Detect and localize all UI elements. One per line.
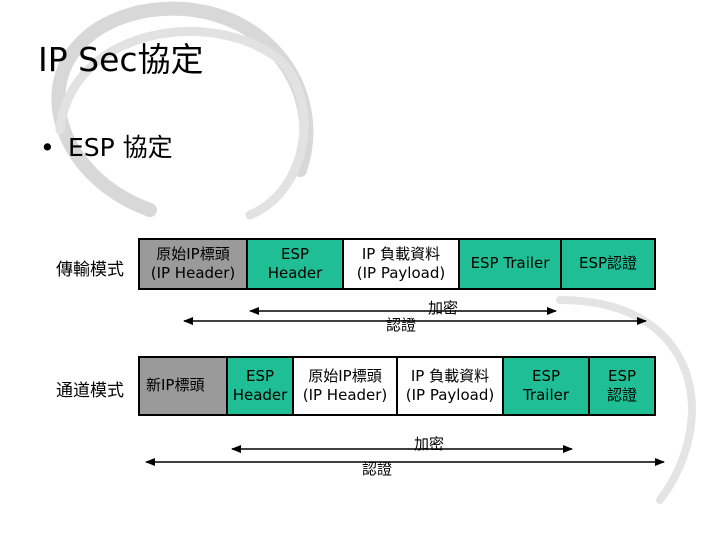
bullet-text: ESP 協定 bbox=[67, 133, 173, 162]
swirl-stroke-inner bbox=[55, 27, 309, 220]
cell-line-2: (IP Payload) bbox=[356, 264, 446, 282]
bullet-item: • ESP 協定 bbox=[40, 133, 173, 163]
swirl-stroke-right bbox=[556, 296, 696, 504]
cell-line-1: ESP bbox=[531, 366, 561, 385]
cell-line-1: IP 負載資料 bbox=[361, 244, 441, 263]
slide-title: IP Sec協定 bbox=[38, 40, 204, 79]
transport-cell-ip-header: 原始IP標頭(IP Header) bbox=[140, 240, 248, 288]
cell-line-2: 認證 bbox=[606, 386, 637, 404]
cell-line-2: (IP Header) bbox=[150, 264, 236, 282]
transport-cell-esp-auth: ESP認證 bbox=[562, 240, 654, 288]
cell-line-1: ESP認證 bbox=[578, 254, 638, 273]
tunnel-cell-new-ip-header: 新IP標頭 bbox=[140, 358, 228, 414]
cell-line-2: (IP Header) bbox=[302, 386, 388, 404]
cell-line-2: (IP Payload) bbox=[405, 386, 495, 404]
cell-line-2: Trailer bbox=[522, 386, 570, 404]
cell-line-1: IP 負載資料 bbox=[410, 366, 490, 385]
cell-line-1: ESP bbox=[245, 366, 275, 385]
cell-line-1: ESP bbox=[280, 244, 310, 263]
cell-line-1: 新IP標頭 bbox=[146, 376, 205, 395]
cell-line-1: 原始IP標頭 bbox=[308, 366, 382, 385]
tunnel-cell-orig-ip-header: 原始IP標頭(IP Header) bbox=[294, 358, 398, 414]
cell-line-1: 原始IP標頭 bbox=[156, 244, 230, 263]
cell-line-2: Header bbox=[232, 386, 288, 404]
transport-cell-esp-trailer: ESP Trailer bbox=[460, 240, 562, 288]
cell-line-2: Header bbox=[267, 264, 323, 282]
cell-line-1: ESP bbox=[607, 366, 637, 385]
transport-mode-label: 傳輸模式 bbox=[56, 260, 124, 280]
tunnel-mode-label: 通道模式 bbox=[56, 381, 124, 401]
bullet-symbol: • bbox=[40, 133, 55, 162]
cell-line-1: ESP Trailer bbox=[470, 254, 550, 273]
transport-cell-ip-payload: IP 負載資料(IP Payload) bbox=[344, 240, 460, 288]
tunnel-cell-ip-payload: IP 負載資料(IP Payload) bbox=[398, 358, 504, 414]
